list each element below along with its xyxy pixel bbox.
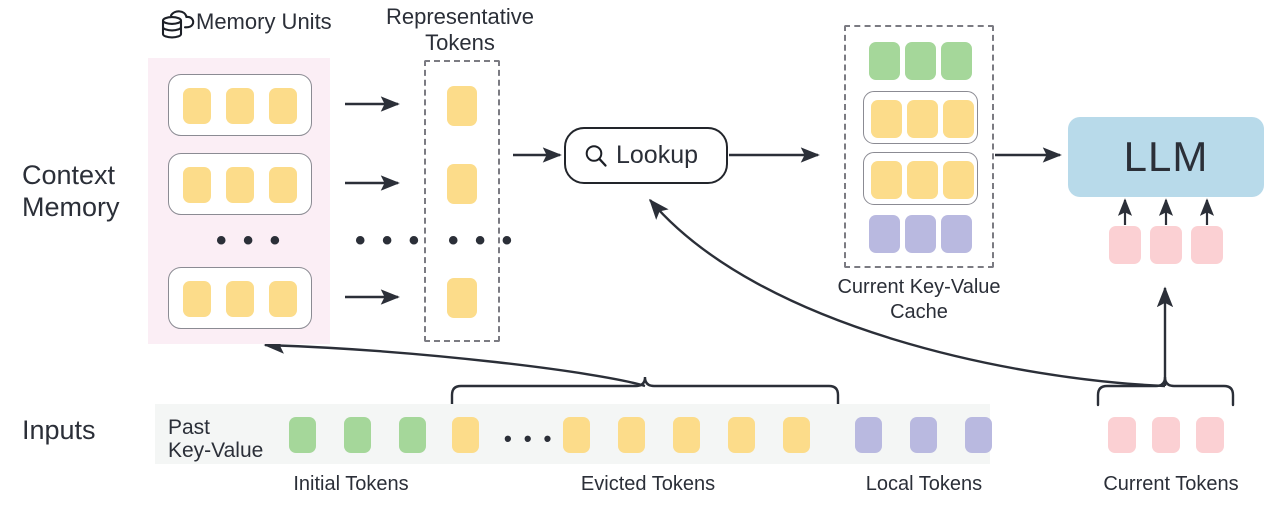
input-token-evicted xyxy=(673,417,700,453)
brace-evicted-tokens xyxy=(450,376,840,407)
inputs-label: Inputs xyxy=(22,415,96,445)
kv-cache-token-retrieved xyxy=(943,100,974,138)
memory-token xyxy=(183,88,211,124)
current-kv-cache-caption-line1: Current Key-Value xyxy=(837,276,1001,298)
llm-input-token xyxy=(1109,226,1141,264)
kv-cache-token-local xyxy=(941,215,972,253)
brace-current-tokens xyxy=(1096,376,1235,407)
memory-token xyxy=(269,167,297,203)
transfer-ellipsis: • • • xyxy=(355,224,424,257)
input-token-initial xyxy=(399,417,426,453)
kv-cache-token-initial xyxy=(869,42,900,80)
input-token-evicted xyxy=(618,417,645,453)
input-token-current xyxy=(1152,417,1180,453)
llm-block[interactable]: LLM xyxy=(1068,117,1264,197)
inputs-ellipsis: • • • xyxy=(504,426,555,451)
context-memory-label-line1: Context xyxy=(22,160,116,190)
current-tokens-caption: Current Tokens xyxy=(1103,473,1239,495)
kv-cache-token-initial xyxy=(905,42,936,80)
memory-units-heading: Memory Units xyxy=(196,9,332,34)
input-token-current xyxy=(1196,417,1224,453)
kv-cache-token-retrieved xyxy=(871,161,902,199)
input-token-local xyxy=(965,417,992,453)
memory-unit-row[interactable] xyxy=(168,153,312,215)
kv-cache-token-initial xyxy=(941,42,972,80)
input-token-evicted xyxy=(563,417,590,453)
memory-unit-row[interactable] xyxy=(168,267,312,329)
evicted-tokens-caption: Evicted Tokens xyxy=(580,473,716,495)
current-kv-cache-caption-line2: Cache xyxy=(890,301,948,323)
past-key-value-label-line1: Past xyxy=(168,416,211,439)
arrow-evicted-to-context-memory xyxy=(263,337,646,388)
memory-token xyxy=(226,281,254,317)
memory-token xyxy=(269,88,297,124)
kv-cache-memory-unit[interactable] xyxy=(863,91,978,144)
llm-input-token xyxy=(1191,226,1223,264)
cloud-database-icon xyxy=(161,10,195,39)
kv-cache-token-local xyxy=(869,215,900,253)
input-token-current xyxy=(1108,417,1136,453)
llm-input-token xyxy=(1150,226,1182,264)
local-tokens-caption: Local Tokens xyxy=(865,473,983,495)
memory-token xyxy=(183,281,211,317)
input-token-local xyxy=(910,417,937,453)
memory-token xyxy=(183,167,211,203)
context-memory-label-line2: Memory xyxy=(22,192,120,222)
memory-token xyxy=(226,88,254,124)
representative-tokens-heading-line2: Tokens xyxy=(425,30,495,55)
input-token-evicted xyxy=(452,417,479,453)
memory-token xyxy=(226,167,254,203)
current-kv-cache-container xyxy=(844,25,994,268)
memory-unit-row[interactable] xyxy=(168,74,312,136)
input-token-evicted xyxy=(783,417,810,453)
input-token-evicted xyxy=(728,417,755,453)
lookup-label: Lookup xyxy=(616,141,699,169)
representative-tokens-heading-line1: Representative xyxy=(386,4,534,29)
kv-cache-token-local xyxy=(905,215,936,253)
representative-token xyxy=(447,86,477,126)
representative-token xyxy=(447,278,477,318)
representative-token xyxy=(447,164,477,204)
memory-token xyxy=(269,281,297,317)
representative-tokens-ellipsis: • • • xyxy=(448,224,517,257)
representative-tokens-container xyxy=(424,60,500,342)
past-key-value-label-line2: Key-Value xyxy=(168,439,264,462)
llm-label: LLM xyxy=(1123,133,1209,180)
input-token-initial xyxy=(289,417,316,453)
memory-units-ellipsis: • • • xyxy=(216,224,285,257)
kv-cache-token-retrieved xyxy=(943,161,974,199)
kv-cache-token-retrieved xyxy=(907,100,938,138)
kv-cache-memory-unit[interactable] xyxy=(863,152,978,205)
input-token-initial xyxy=(344,417,371,453)
kv-cache-token-retrieved xyxy=(907,161,938,199)
initial-tokens-caption: Initial Tokens xyxy=(293,473,409,495)
magnifier-icon xyxy=(585,144,607,167)
lookup-button[interactable]: Lookup xyxy=(564,127,728,184)
kv-cache-token-retrieved xyxy=(871,100,902,138)
input-token-local xyxy=(855,417,882,453)
